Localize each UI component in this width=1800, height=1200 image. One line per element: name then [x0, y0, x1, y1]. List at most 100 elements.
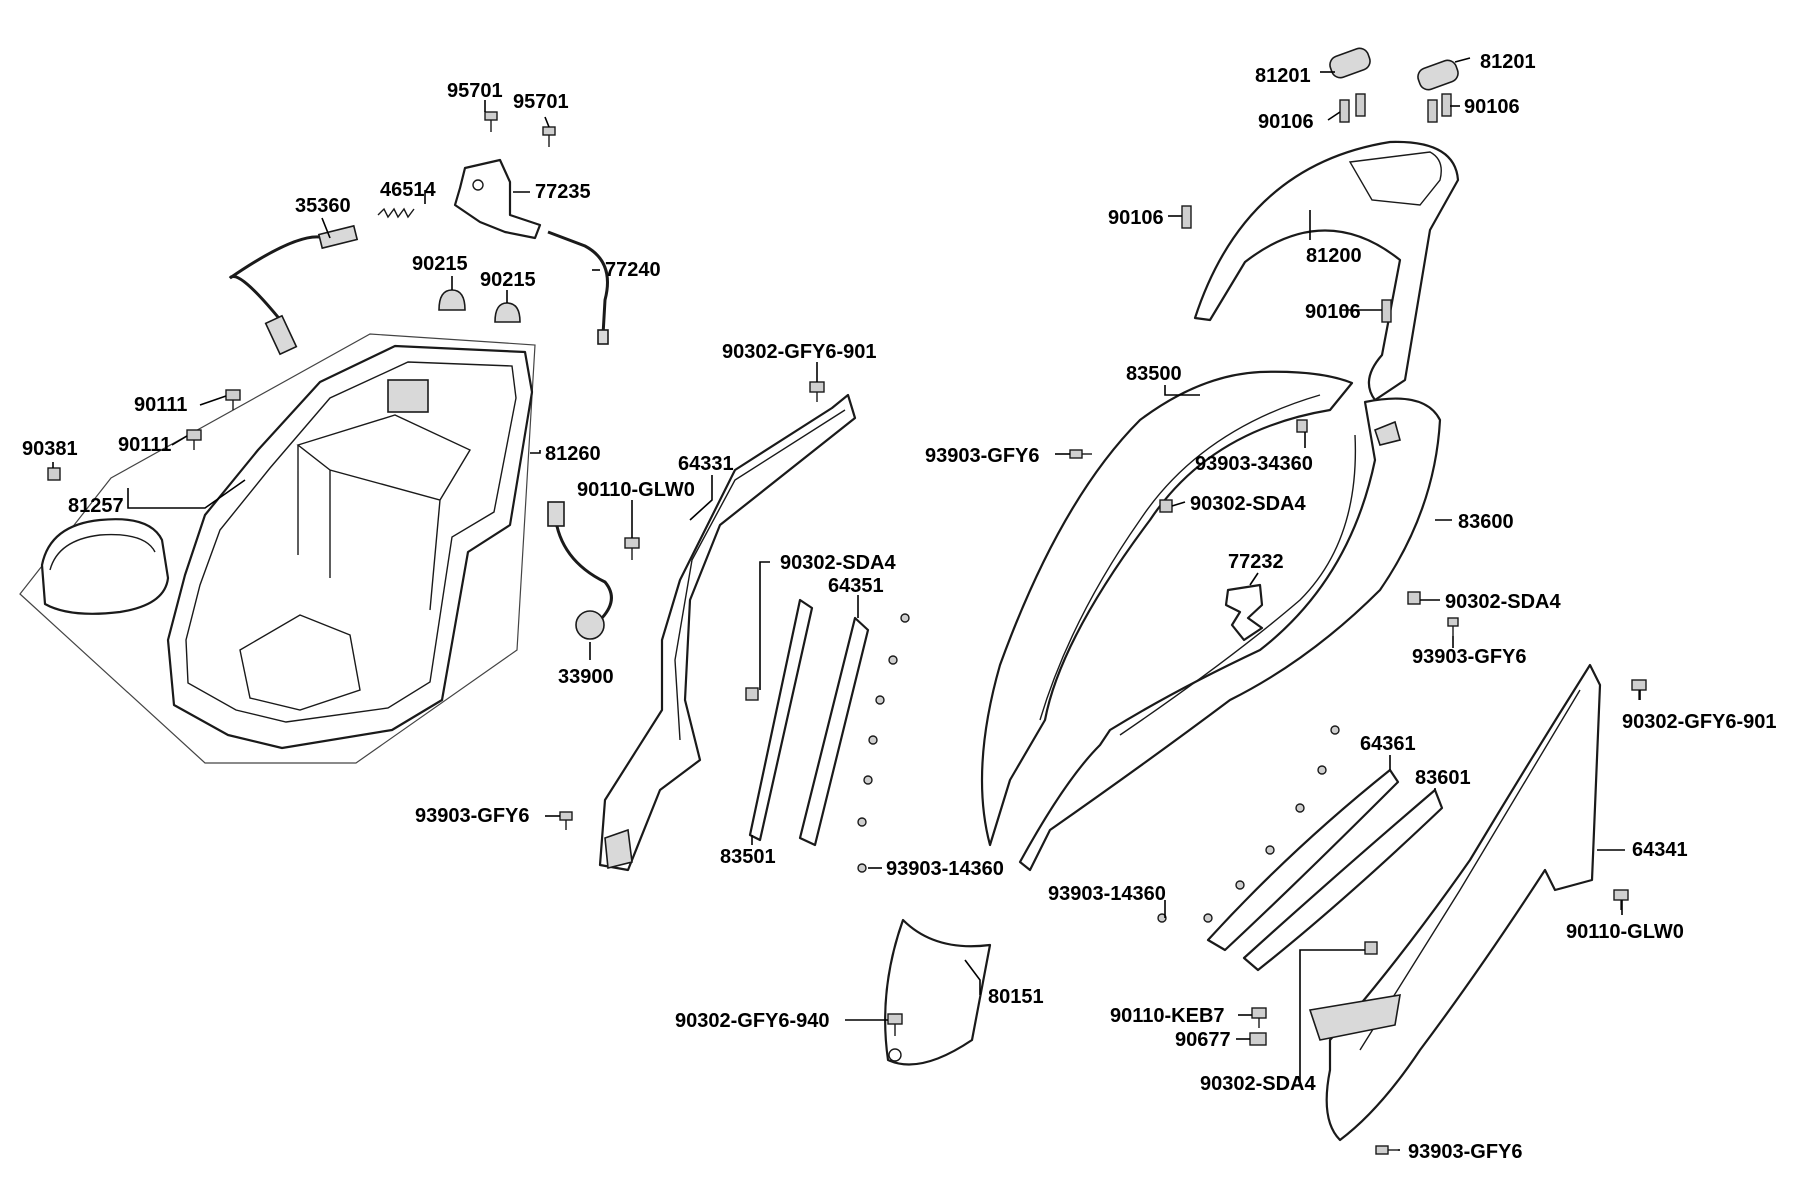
- label-90381: 90381: [22, 438, 78, 460]
- side-cover-83600-inner: [1119, 434, 1357, 736]
- label-33900: 33900: [558, 666, 614, 688]
- label-90106-b: 90106: [1464, 96, 1520, 118]
- bolt-90111a: [225, 389, 241, 410]
- box-cover-edge: [49, 533, 156, 571]
- bolt-90106-b: [1427, 93, 1452, 123]
- screw-90110-keb7: [1251, 1007, 1267, 1028]
- inner-panel-64341-foot: [1308, 994, 1401, 1041]
- label-81260: 81260: [545, 443, 601, 465]
- leader-lines: [52, 57, 1641, 1151]
- pad-81201a: [1329, 47, 1371, 79]
- grab-rail-81200: [1193, 140, 1460, 402]
- clip-90381: [47, 467, 61, 481]
- side-cover-83500: [980, 370, 1354, 847]
- label-81201-a: 81201: [1255, 65, 1311, 87]
- label-46514: 46514: [380, 179, 436, 201]
- box-cover-81257: [40, 518, 170, 615]
- side-cover-83600: [1018, 397, 1442, 872]
- bracket-hole: [472, 179, 484, 191]
- label-35360: 35360: [295, 195, 351, 217]
- inner-panel-group: [559, 381, 992, 1066]
- label-90110-keb7: 90110-KEB7: [1110, 1005, 1225, 1027]
- label-81201-b: 81201: [1480, 51, 1536, 73]
- cap-nut-90215a: [438, 289, 466, 311]
- label-93903-34360: 93903-34360: [1195, 453, 1313, 475]
- bolt-90106-a: [1339, 93, 1366, 123]
- side-cover-83500-ridge: [1039, 394, 1321, 721]
- clip-90302-sda4-b: [1159, 499, 1173, 513]
- screw-90302-gfy6-901-a: [809, 381, 825, 402]
- label-90110-glw0-a: 90110-GLW0: [577, 479, 695, 501]
- label-81200: 81200: [1306, 245, 1362, 267]
- part-labels: 95701 95701 46514 77235 35360 90215 9021…: [22, 51, 1777, 1163]
- label-93903-gfy6-a: 93903-GFY6: [415, 805, 530, 827]
- strip-64351: [798, 616, 870, 847]
- label-90106-d: 90106: [1305, 301, 1361, 323]
- bracket-77232: [1224, 583, 1264, 642]
- assembly-frame: [19, 333, 536, 764]
- screw-90110-glw0-left: [624, 537, 640, 560]
- label-64341: 64341: [1632, 839, 1688, 861]
- label-81257: 81257: [68, 495, 124, 517]
- screw-93903-gfy6-a: [559, 811, 573, 830]
- seat-lock-cylinder: [317, 224, 359, 250]
- strip-83501: [748, 598, 814, 842]
- label-90215-b: 90215: [480, 269, 536, 291]
- strip-64361: [1206, 768, 1400, 952]
- screw-column-93903-14360-a: [857, 613, 910, 873]
- label-90302-gfy6-940: 90302-GFY6-940: [675, 1010, 830, 1032]
- bolt-90106-d: [1381, 299, 1392, 323]
- label-90302-gfy6-901-b: 90302-GFY6-901: [1622, 711, 1777, 733]
- nut-90677: [1249, 1032, 1267, 1046]
- label-90106-c: 90106: [1108, 207, 1164, 229]
- luggage-box-inner-rim: [185, 361, 517, 723]
- label-90110-glw0-b: 90110-GLW0: [1566, 921, 1684, 943]
- label-95701-b: 95701: [513, 91, 569, 113]
- luggage-box-group: [19, 111, 640, 764]
- label-93903-14360-b: 93903-14360: [1048, 883, 1166, 905]
- screw-90302-gfy6-940: [887, 1013, 903, 1036]
- label-90302-sda4-c: 90302-SDA4: [1445, 591, 1562, 613]
- label-93903-gfy6-b: 93903-GFY6: [925, 445, 1040, 467]
- label-80151: 80151: [988, 986, 1044, 1008]
- label-93903-14360-a: 93903-14360: [886, 858, 1004, 880]
- luggage-box-floor: [239, 614, 361, 711]
- harness-plug: [547, 501, 565, 527]
- screw-93903-gfy6-b: [1069, 449, 1092, 459]
- grab-rail-81200-inner: [1348, 151, 1442, 206]
- label-83501: 83501: [720, 846, 776, 868]
- label-77232: 77232: [1228, 551, 1284, 573]
- label-90302-sda4-a: 90302-SDA4: [780, 552, 897, 574]
- cable-tip: [597, 329, 609, 345]
- label-90302-gfy6-901-a: 90302-GFY6-901: [722, 341, 877, 363]
- label-95701-a: 95701: [447, 80, 503, 102]
- label-90111-b: 90111: [118, 434, 171, 456]
- label-90106-a: 90106: [1258, 111, 1314, 133]
- release-cable-77240: [547, 230, 609, 336]
- screw-95701b: [542, 126, 556, 147]
- harness-coil: [575, 610, 605, 640]
- label-64331: 64331: [678, 453, 734, 475]
- label-90302-sda4-b: 90302-SDA4: [1190, 493, 1307, 515]
- screw-93903-gfy6-c: [1447, 617, 1459, 636]
- cable-end-connector: [264, 314, 298, 356]
- guard-80151: [884, 918, 992, 1066]
- side-cover-83600-vent: [1374, 420, 1401, 446]
- cap-nut-90215b: [494, 302, 521, 323]
- body-cover-group: [980, 47, 1647, 1155]
- label-64361: 64361: [1360, 733, 1416, 755]
- spring-46514: [377, 207, 415, 219]
- clip-90302-sda4-c: [1407, 591, 1421, 605]
- pad-81201b: [1417, 59, 1459, 91]
- label-93903-gfy6-c: 93903-GFY6: [1412, 646, 1527, 668]
- screw-chain-93903-14360-b: [1157, 725, 1340, 923]
- clip-93903-34360: [1296, 419, 1308, 433]
- guard-hole: [888, 1048, 902, 1062]
- label-83600: 83600: [1458, 511, 1514, 533]
- strip-83601: [1242, 788, 1444, 972]
- inner-panel-64331-ridge: [674, 409, 846, 741]
- screw-90110-glw0-b: [1613, 889, 1629, 910]
- bolt-90111b: [186, 429, 202, 450]
- seat-lock-cable-35360: [228, 235, 326, 323]
